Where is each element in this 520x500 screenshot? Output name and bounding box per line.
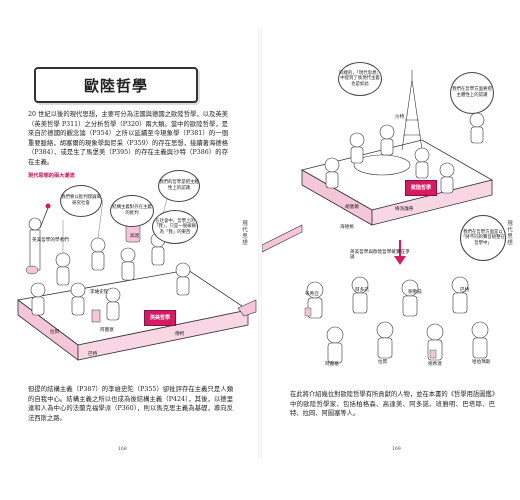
intro-paragraph: 20 世紀以後的現代思想，主要可分為法國與德國之歐陸哲學，以及英美（英美哲學 P… <box>28 111 228 166</box>
page-gutter <box>258 28 262 458</box>
left-crowd <box>30 232 191 321</box>
speech-bubble: 我們在哲學方面要把主體性上的認識 <box>450 72 494 114</box>
page-number-left: 168 <box>118 447 127 452</box>
figure-label: 哈伯瑪斯 <box>472 360 491 365</box>
figure-label: 拉岡 <box>50 330 60 335</box>
page-number-right: 169 <box>392 447 401 452</box>
continental-philosophy-sign: 歐陸哲學 <box>405 180 437 196</box>
figure-label: 阿圖塞 <box>100 328 114 333</box>
speech-bubble: 同樣的，「現代思想」中提到了後現代主義也是如此 <box>338 62 382 96</box>
page-title: 歐陸哲學 <box>83 77 148 95</box>
figure-label: 李維史陀 <box>90 290 109 295</box>
page-title-box: 歐陸哲學 <box>34 67 198 103</box>
figure-label: 英美哲學的學者們 <box>32 238 69 243</box>
left-platform-side-b <box>77 309 249 361</box>
figure-label: 胡塞爾 <box>345 205 359 210</box>
section-label: 現代思想的兩大潮流 <box>28 173 75 179</box>
speech-bubble: 我們的哲學是把主體性上的認識 <box>158 170 200 202</box>
anglo-philosophy-sign: 英美哲學 <box>144 310 176 326</box>
left-path <box>237 299 257 317</box>
figure-label: 阿圖塞 <box>325 362 339 367</box>
figure-label: 德希達 <box>428 362 442 367</box>
speech-bubble: 結構主義對存在主義的批判 <box>110 195 154 227</box>
figure-label: 巴特 <box>88 352 98 357</box>
side-tab-right: 現代思想 <box>506 220 512 246</box>
figure-label: 阿多諾 <box>355 288 369 293</box>
right-bottom-paragraph: 在此將介紹幾位對歐陸哲學有所貢獻的人物，並在本書的《哲學用語圖鑑》中的歐陸哲學家… <box>290 391 495 418</box>
figure-label: 梅洛龐蒂 <box>395 207 414 212</box>
figure-label: 布希亞 <box>305 292 319 297</box>
figure-label: 沙特 <box>395 115 405 120</box>
figure-label: 高達 <box>130 234 140 239</box>
left-illustration <box>17 194 257 361</box>
down-arrow-icon <box>394 240 406 265</box>
cafe-table <box>353 154 411 176</box>
statue-of-liberty-icon <box>28 203 51 271</box>
figure-label: 德勒茲 <box>408 290 422 295</box>
figure-label: 海德格 <box>340 225 354 230</box>
speech-bubble: 在社會中，哲學上的「我」，只是一個被稱為「我」的東西 <box>152 210 198 244</box>
right-illustration <box>262 70 494 265</box>
arrow-caption: 英美哲學與歐陸哲學確實在爭論 <box>350 250 410 261</box>
speech-bubble: 我們要以批判理論來研究社會 <box>60 185 102 217</box>
connecting-path <box>262 224 303 253</box>
eiffel-tower-icon <box>401 70 423 151</box>
figure-label: 拉岡 <box>378 360 388 365</box>
left-bottom-paragraph: 但提的結構主義（P387）的李維史陀（P355）卻批評存在主義只是人類的自我中心… <box>28 386 233 422</box>
side-tab-left: 現代思想 <box>241 220 247 246</box>
figure-label: 傅柯 <box>175 332 185 337</box>
figure-label: 巴特 <box>460 288 470 293</box>
speech-bubble: 我們在哲學方面是以「將不同的聲音統整在哲學中」 <box>460 215 506 261</box>
philosophers-group <box>304 276 489 364</box>
